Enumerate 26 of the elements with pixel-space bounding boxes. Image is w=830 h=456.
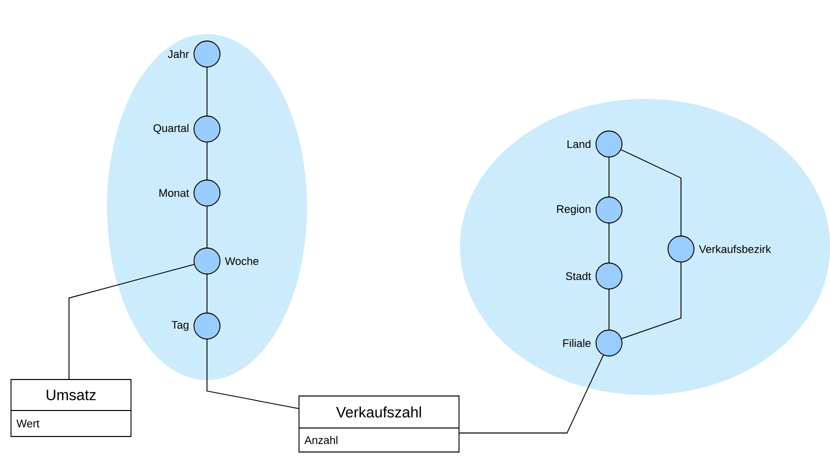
level-label: Monat: [159, 189, 190, 197]
ellipse-region: [107, 34, 307, 380]
level-label: Stadt: [566, 272, 592, 280]
level-label: Tag: [172, 321, 188, 331]
level-label: Region: [557, 204, 590, 216]
class-box: Verkaufszahl Anzahl: [298, 396, 460, 452]
level-label: Land: [568, 140, 590, 148]
connector-line: [206, 339, 299, 410]
level-label: Woche: [224, 256, 258, 266]
connector-line: [459, 354, 604, 434]
connector-line: [621, 262, 682, 340]
connector-line: [206, 274, 208, 313]
connector-line: [206, 67, 208, 116]
level-label: Verkaufsbezirk: [698, 244, 772, 254]
level-label: Jahr: [168, 50, 189, 58]
connector-line: [620, 149, 682, 236]
connector-line: [206, 206, 208, 248]
connector-line: [206, 142, 208, 180]
connector-line: [608, 223, 610, 263]
level-label: Quartal: [154, 124, 188, 134]
ellipse-region: [460, 99, 830, 395]
level-label: Filiale: [563, 338, 591, 348]
connector-line: [608, 289, 610, 330]
connector-line: [608, 157, 610, 197]
class-box: Umsatz Wert: [10, 379, 132, 437]
connector-line: [68, 264, 194, 380]
